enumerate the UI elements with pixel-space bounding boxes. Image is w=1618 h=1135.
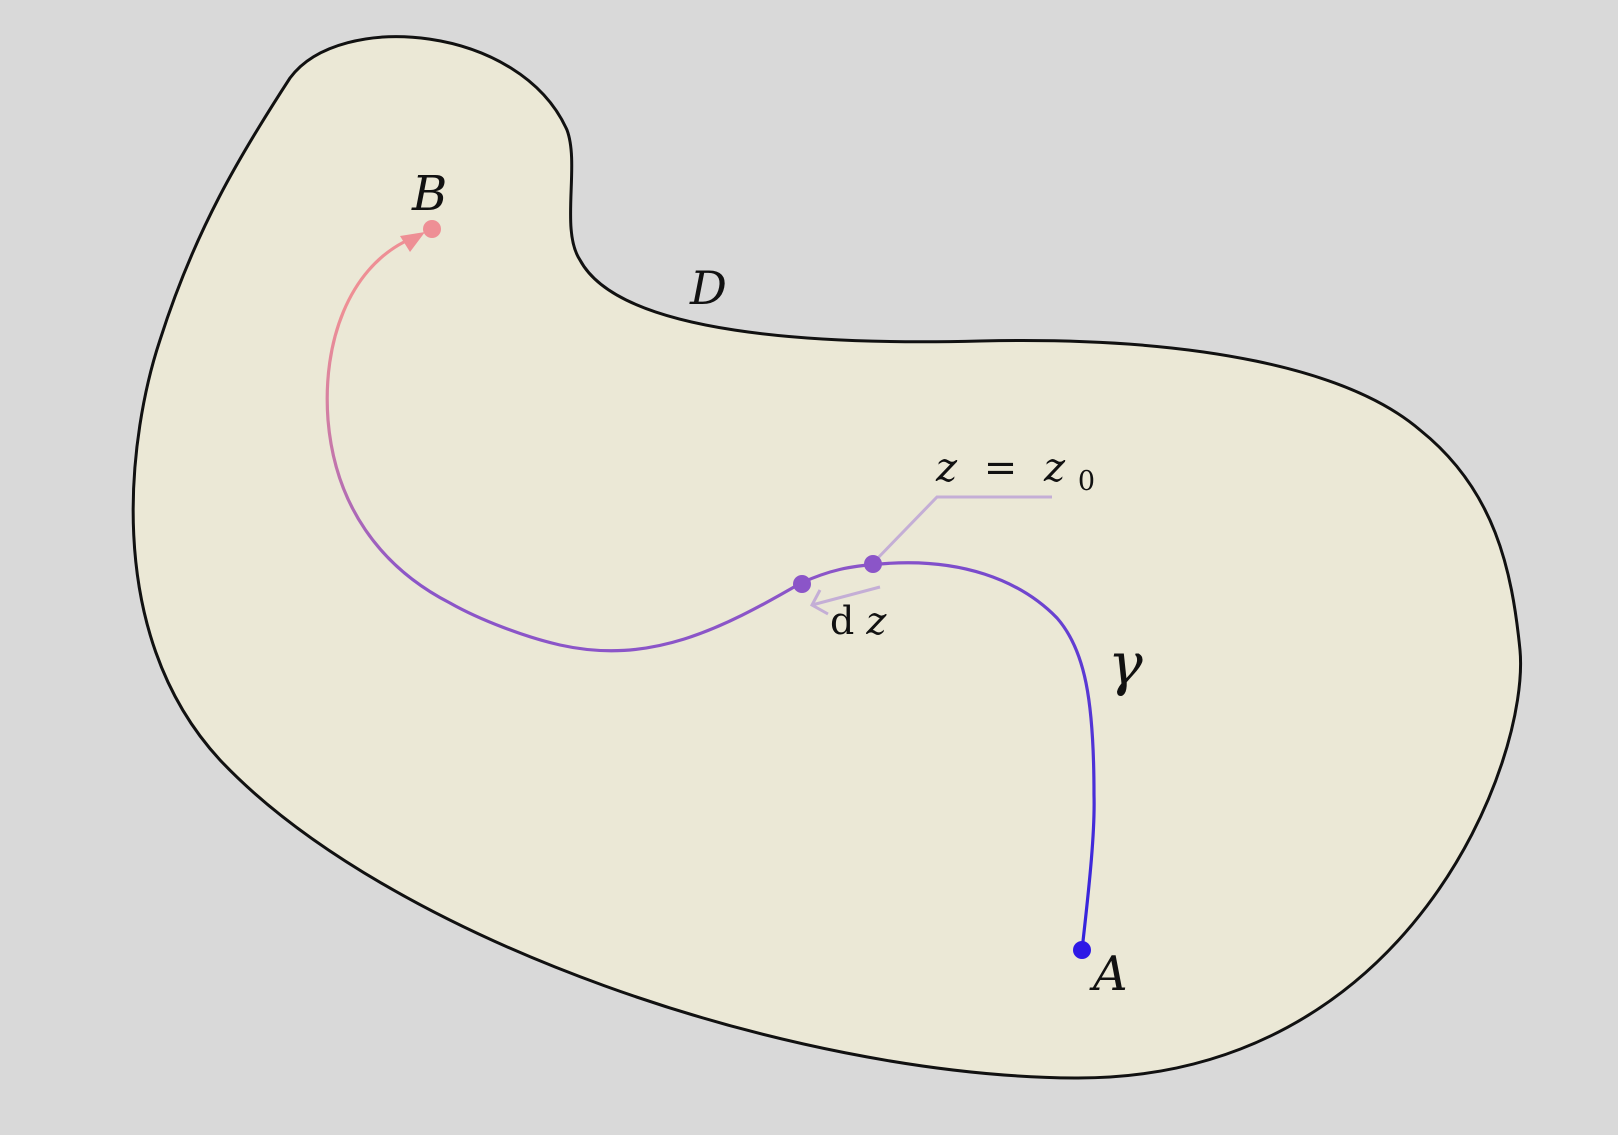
point-a [1073,941,1091,959]
label-a: A [1089,946,1128,1002]
dz-arrow-line [811,585,881,607]
annotation-lhs: z [935,445,958,491]
annotation-eq: = [984,445,1018,491]
label-z-equals-z0: z = z 0 [935,445,1095,497]
label-region-d: D [689,261,727,315]
dz-variable: z [865,599,887,643]
point-z0 [864,555,882,573]
annotation-subscript: 0 [1078,466,1095,497]
dz-prefix: d [830,599,854,643]
label-dz: d z [830,599,887,643]
dz-arrowhead [809,589,829,616]
point-z [793,575,811,593]
path-gamma [325,240,1096,952]
label-b: B [411,166,447,222]
annotation-leader-line [871,495,1052,565]
region-d-boundary [131,35,1523,1080]
annotation-rhs: z [1043,445,1066,491]
label-gamma: γ [1108,630,1143,698]
arrowhead-b [400,232,425,252]
point-b [423,220,441,238]
